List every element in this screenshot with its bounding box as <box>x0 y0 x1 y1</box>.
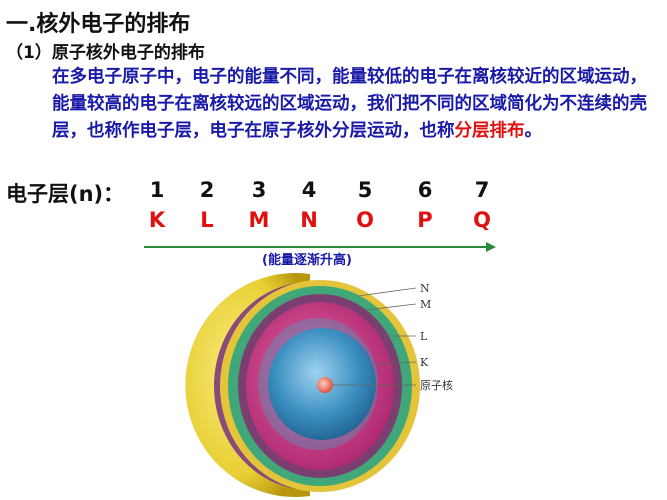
shell-letter: K <box>148 208 166 232</box>
shell-letter: N <box>300 208 318 232</box>
body-paragraph: 在多电子原子中，电子的能量不同，能量较低的电子在离核较近的区域运动，能量较高的电… <box>52 64 658 145</box>
label-n: N <box>420 282 430 295</box>
subsection-title: （1）原子核外电子的排布 <box>6 43 205 63</box>
highlight-term: 分层排布 <box>454 121 525 141</box>
shell-number: 6 <box>417 178 433 202</box>
shell-letter: P <box>417 208 433 232</box>
shell-letter: M <box>248 208 270 232</box>
shell-number: 1 <box>149 178 165 202</box>
shell-letter: Q <box>473 208 491 232</box>
shell-number: 7 <box>474 178 490 202</box>
paragraph-text: 在多电子原子中，电子的能量不同，能量较低的电子在离核较近的区域运动，能量较高的电… <box>52 67 647 141</box>
energy-arrow-icon <box>144 242 496 252</box>
shell-number: 4 <box>301 178 317 202</box>
shell-label: 电子层(n)： <box>6 182 125 206</box>
shell-number: 2 <box>199 178 215 202</box>
shell-number: 5 <box>357 178 373 202</box>
label-m: M <box>420 298 431 311</box>
atom-shell-diagram: N M L K 原子核 <box>185 273 453 497</box>
section-title: 一.核外电子的排布 <box>6 12 191 37</box>
shell-letter: L <box>200 208 214 232</box>
energy-caption: (能量逐渐升高) <box>262 253 352 268</box>
nucleus <box>317 377 333 393</box>
label-k: K <box>420 356 429 369</box>
paragraph-end: 。 <box>524 121 543 141</box>
label-nucleus: 原子核 <box>420 378 453 392</box>
label-l: L <box>420 330 428 343</box>
shell-letter: O <box>356 208 374 232</box>
shell-number: 3 <box>251 178 267 202</box>
